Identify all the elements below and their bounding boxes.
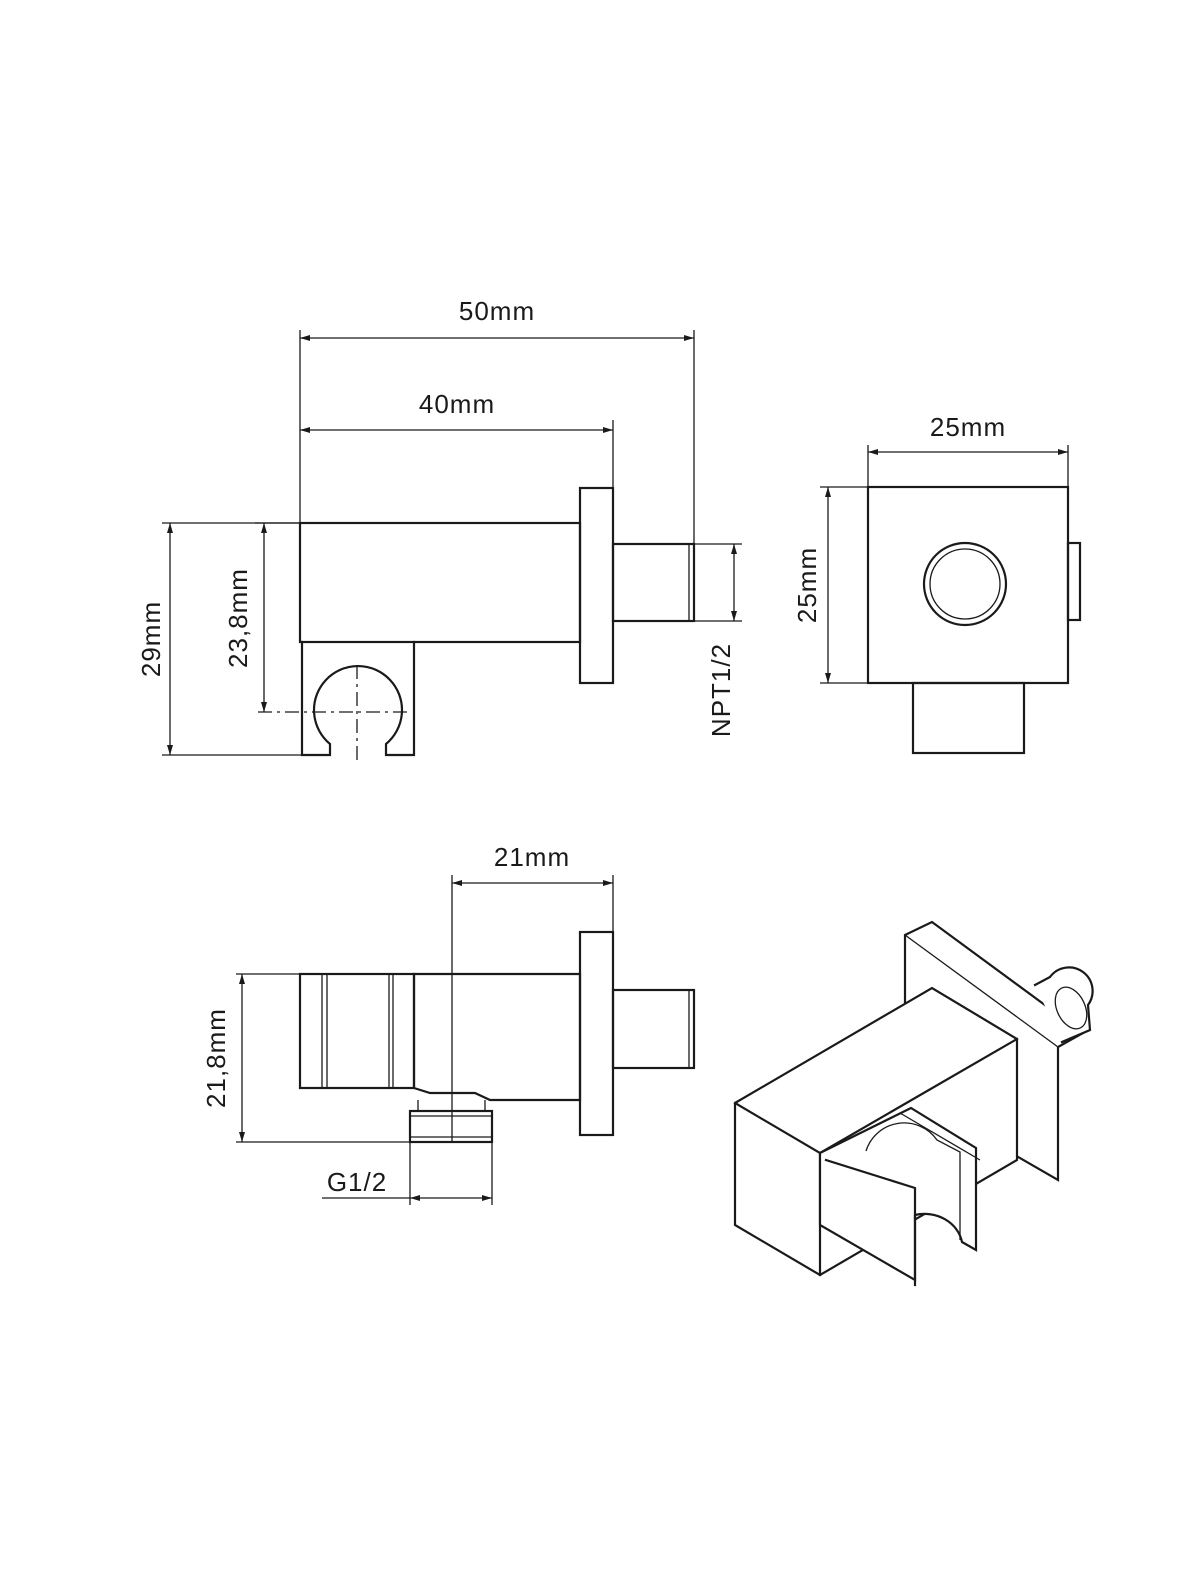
front-body xyxy=(298,521,582,644)
iso-outlet-stub xyxy=(1033,966,1094,1044)
front-outlet-stub xyxy=(611,542,696,623)
top-holder-block xyxy=(298,972,416,1090)
front-hook-holder xyxy=(300,640,416,757)
end-holder-block xyxy=(911,681,1026,755)
top-inlet-nut xyxy=(408,1109,494,1144)
label-end-width: 25mm xyxy=(930,412,1006,442)
end-view: 25mm 25mm xyxy=(792,412,1082,755)
top-body xyxy=(412,972,582,1102)
label-end-height: 25mm xyxy=(792,547,822,623)
top-flange xyxy=(578,930,615,1137)
label-total-height: 29mm xyxy=(136,601,166,677)
label-inlet-thread: G1/2 xyxy=(327,1167,387,1197)
isometric-view xyxy=(733,920,1094,1287)
label-body-length: 40mm xyxy=(419,389,495,419)
end-side-stub xyxy=(1066,541,1082,622)
end-outlet-circle-inner xyxy=(929,548,1001,620)
top-view: 21mm 21,8mm G1/2 xyxy=(201,842,696,1205)
end-flange-square xyxy=(866,485,1070,685)
label-top-height: 21,8mm xyxy=(201,1008,231,1108)
label-center-height: 23,8mm xyxy=(223,568,253,668)
top-outlet-stub xyxy=(611,988,696,1070)
front-view: 50mm 40mm 29mm 23,8mm NPT1/2 xyxy=(136,296,742,765)
label-inlet-offset: 21mm xyxy=(494,842,570,872)
front-flange xyxy=(578,486,615,685)
end-outlet-circle-outer xyxy=(922,541,1008,627)
label-overall-length: 50mm xyxy=(459,296,535,326)
label-outlet-thread: NPT1/2 xyxy=(706,643,736,737)
